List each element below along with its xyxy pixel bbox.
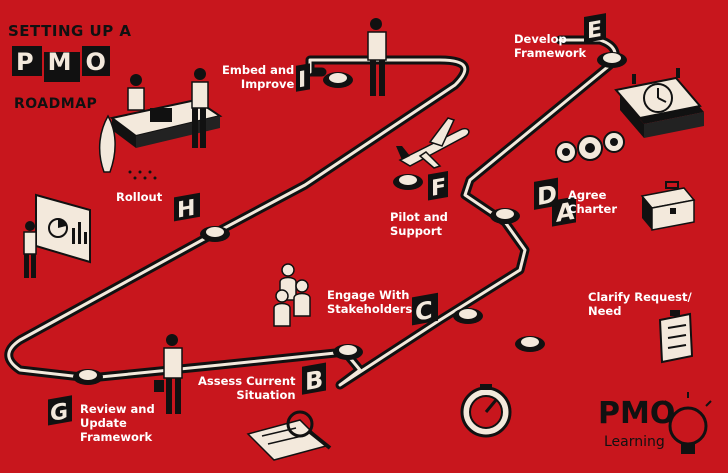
step-b-label: Assess Current Situation	[198, 374, 296, 402]
magnifier-document-icon	[246, 410, 332, 461]
milestone-node-c	[453, 308, 483, 324]
roadmap-path-core	[7, 38, 617, 387]
step-e-label: Develop Framework	[514, 32, 587, 60]
step-a-label: Clarify Request/ Need	[588, 290, 692, 318]
letter-f: F	[431, 174, 446, 202]
roadmap-path	[4, 35, 620, 390]
letter-d: D	[537, 180, 557, 211]
letter-g: G	[50, 398, 68, 427]
checklist-icon	[658, 310, 694, 364]
gears-icon	[555, 131, 625, 163]
milestone-node-f	[393, 174, 423, 190]
title-pmo-blocks	[12, 46, 110, 82]
milestone-node-d	[490, 208, 520, 224]
walking-person-icon	[154, 334, 183, 414]
step-i-label: Embed and Improve	[222, 63, 295, 91]
letter-a: A	[556, 197, 575, 228]
lightbulb-icon	[664, 392, 712, 454]
step-g-label: Review and Update Framework	[80, 402, 155, 444]
clock-calendar-icon	[614, 68, 704, 138]
logo-sub: Learning	[604, 434, 665, 450]
letter-block-d: D	[534, 177, 558, 211]
milestone-node-i	[323, 72, 353, 88]
letter-block-h: H	[174, 192, 200, 224]
letter-block-b: B	[302, 362, 326, 396]
airplane-icon	[396, 117, 470, 169]
step-d-label: Agree Charter	[568, 188, 618, 216]
speedometer-icon	[460, 384, 512, 438]
milestone-node-b	[333, 344, 363, 360]
milestone-node-h	[200, 226, 230, 242]
letter-block-i: I	[296, 63, 310, 93]
milestone-node-a	[515, 336, 545, 352]
presentation-board-icon	[23, 193, 91, 278]
letter-block-c: C	[412, 292, 438, 327]
briefcase-icon	[640, 181, 696, 231]
step-f-label: Pilot and Support	[390, 210, 448, 238]
dots-pattern	[128, 170, 157, 180]
step-c-label: Engage With Stakeholders	[327, 288, 413, 316]
letter-i: I	[298, 66, 306, 93]
step-h-label: Rollout	[116, 190, 163, 204]
people-icon	[273, 263, 311, 327]
title-line-1: SETTING UP A	[8, 22, 132, 40]
office-desk-icon	[98, 68, 223, 180]
logo-main: PMO	[598, 396, 676, 431]
standing-person-icon	[367, 18, 387, 96]
letter-block-g: G	[48, 395, 72, 427]
milestone-node-g	[73, 369, 103, 385]
title-line-2: PMO	[16, 48, 120, 76]
letter-h: H	[177, 195, 195, 224]
letter-b: B	[305, 365, 323, 396]
letter-block-e: E	[584, 13, 606, 44]
letter-e: E	[587, 16, 602, 44]
milestone-node-e	[597, 52, 627, 68]
title-line-3: ROADMAP	[14, 96, 98, 112]
letter-c: C	[415, 296, 433, 327]
letter-block-f: F	[428, 171, 448, 202]
